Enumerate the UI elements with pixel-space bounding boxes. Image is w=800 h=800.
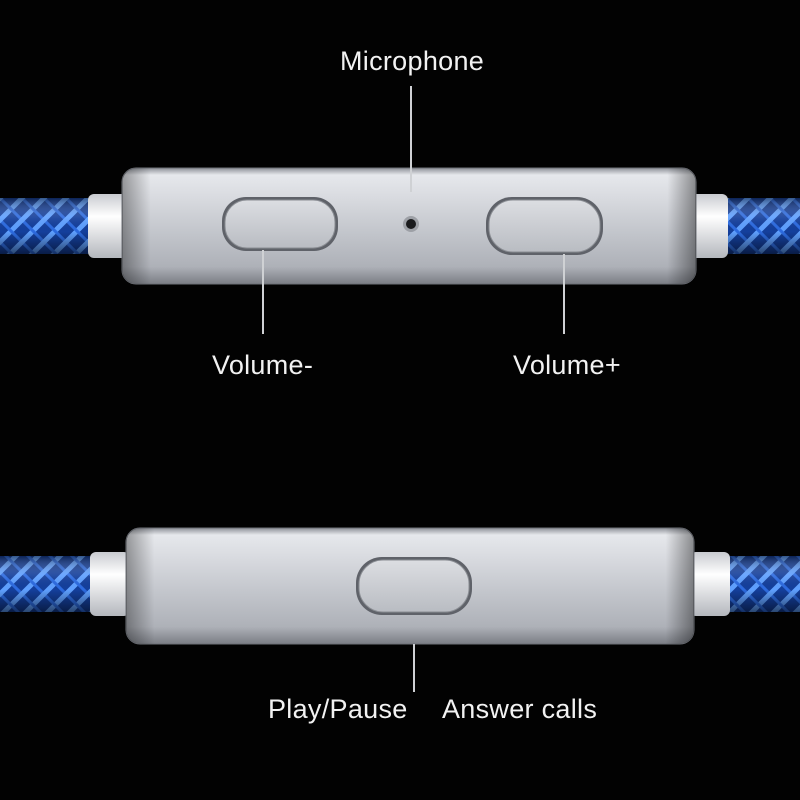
- play-pause-label: Play/Pause: [268, 694, 408, 724]
- microphone-hole: [403, 216, 419, 232]
- lower-collar-left: [90, 552, 130, 616]
- answer-calls-label: Answer calls: [442, 694, 598, 724]
- upper-remote: [0, 86, 800, 334]
- lower-cable-left: [0, 556, 100, 612]
- volume-plus-label: Volume+: [513, 350, 621, 380]
- upper-collar-right: [688, 194, 728, 258]
- lower-collar-right: [690, 552, 730, 616]
- lower-remote: [0, 527, 800, 692]
- upper-collar-left: [88, 194, 128, 258]
- upper-cable-left: [0, 198, 100, 254]
- play-pause-button[interactable]: [356, 557, 472, 615]
- volume-minus-button[interactable]: [222, 197, 338, 251]
- microphone-label: Microphone: [340, 46, 485, 76]
- upper-cable-right: [720, 198, 800, 254]
- volume-plus-button[interactable]: [486, 197, 603, 255]
- lower-cable-right: [722, 556, 800, 612]
- volume-minus-label: Volume-: [212, 350, 314, 380]
